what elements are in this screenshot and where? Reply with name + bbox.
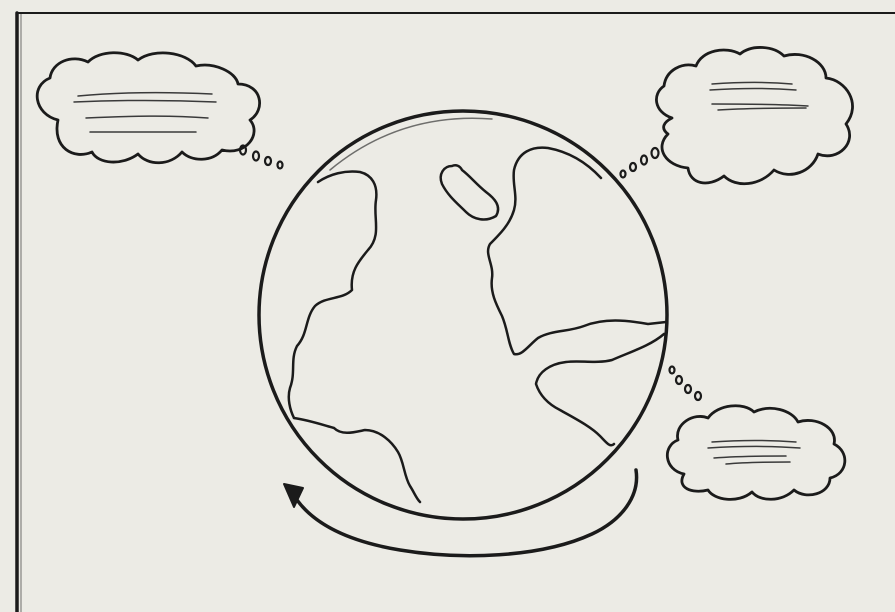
globe-icon <box>259 111 667 519</box>
thought-bubbles-top-right <box>621 148 659 178</box>
thought-cloud-top-left <box>37 53 259 163</box>
thought-cloud-top-right <box>656 47 852 183</box>
rotation-arrow-icon <box>284 470 637 556</box>
continent-right <box>488 148 666 355</box>
thought-cloud-bottom-right <box>667 406 845 500</box>
panel-frame <box>17 13 895 612</box>
thought-bubbles-top-left <box>240 146 283 169</box>
island <box>441 165 498 219</box>
continent-lower-right <box>536 334 664 445</box>
continent-left <box>289 171 377 418</box>
thought-bubbles-bottom-right <box>670 367 702 401</box>
